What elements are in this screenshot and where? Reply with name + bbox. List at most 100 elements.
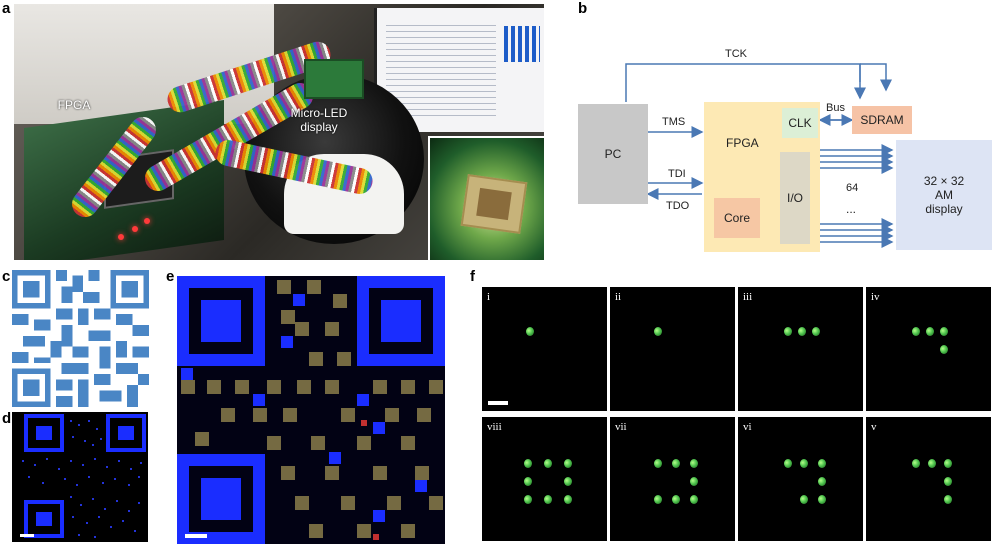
io-label: I/O — [786, 191, 803, 205]
label-display-line2: display — [300, 120, 338, 134]
green-led-dot — [818, 477, 826, 486]
display-line2: AM — [935, 188, 953, 202]
frame-label: i — [487, 291, 491, 303]
green-led-dot — [564, 459, 572, 468]
green-led-dot — [654, 459, 662, 468]
green-led-dot — [912, 327, 920, 336]
label-tck: TCK — [725, 48, 747, 60]
green-led-dot — [818, 459, 826, 468]
green-led-dot — [912, 459, 920, 468]
sdram-label: SDRAM — [860, 113, 904, 127]
am-display-box: 32 × 32 AM display — [896, 140, 992, 250]
label-display-line1: Micro-LED — [290, 106, 348, 120]
frame-i: i — [482, 287, 607, 411]
green-led-dot — [784, 459, 792, 468]
chip-inset-photo — [428, 136, 544, 260]
green-led-dot — [564, 477, 572, 486]
panel-e-display-closeup — [177, 276, 445, 544]
pc-label: PC — [604, 147, 622, 161]
core-label: Core — [723, 211, 750, 225]
green-led-dot — [544, 495, 552, 504]
frame-viii: viii — [482, 417, 607, 541]
label-fpga: FPGA — [57, 98, 91, 112]
green-led-dot — [944, 477, 952, 486]
label-tdo: TDO — [666, 200, 690, 212]
green-led-dot — [690, 495, 698, 504]
micro-led-pcb — [304, 59, 364, 99]
frame-label: v — [871, 421, 877, 433]
red-led — [144, 218, 150, 224]
panel-letter-a: a — [2, 0, 11, 17]
green-led-dot — [944, 495, 952, 504]
panel-letter-f: f — [470, 268, 475, 285]
frame-label: iv — [871, 291, 880, 303]
green-led-dot — [784, 327, 792, 336]
monitor-qr-code — [504, 26, 540, 62]
io-output-lines — [818, 144, 894, 248]
frame-label: viii — [487, 421, 502, 433]
label-tms: TMS — [662, 116, 686, 128]
label-ellipsis: ... — [846, 202, 857, 216]
panel-b-diagram: TCK PC TMS TDI TDO FPGA CLK I/O Core Bus… — [570, 28, 1000, 268]
scale-bar-f — [488, 401, 508, 405]
green-led-dot — [564, 495, 572, 504]
green-led-dot — [926, 327, 934, 336]
frame-vii: vii — [610, 417, 735, 541]
green-led-dot — [544, 459, 552, 468]
panel-c-qr-code — [12, 270, 149, 407]
diagram-arrows — [625, 63, 894, 248]
green-led-dot — [940, 327, 948, 336]
green-led-dot — [690, 477, 698, 486]
green-led-dot — [800, 495, 808, 504]
green-led-dot — [818, 495, 826, 504]
inset-chip-die — [476, 187, 512, 221]
green-led-dot — [798, 327, 806, 336]
green-led-dot — [690, 459, 698, 468]
frame-vi: vi — [738, 417, 863, 541]
panel-d-display-photo — [12, 412, 148, 542]
label-tdi: TDI — [668, 168, 686, 180]
green-led-dot — [654, 327, 662, 336]
tck-wire — [625, 63, 861, 102]
frame-ii: ii — [610, 287, 735, 411]
panel-letter-c: c — [2, 268, 11, 285]
green-led-dot — [800, 459, 808, 468]
frame-iii: iii — [738, 287, 863, 411]
fpga-label: FPGA — [726, 136, 759, 150]
pc-box: PC — [578, 104, 648, 204]
frame-label: ii — [615, 291, 622, 303]
green-led-dot — [654, 495, 662, 504]
label-bus: Bus — [826, 102, 845, 114]
panel-letter-b: b — [578, 0, 588, 17]
clk-box: CLK — [782, 108, 818, 138]
red-led — [132, 226, 138, 232]
green-led-dot — [812, 327, 820, 336]
green-led-dot — [524, 477, 532, 486]
scale-bar-d — [20, 534, 34, 537]
display-line3: display — [925, 202, 963, 216]
background-wall — [14, 4, 274, 124]
clk-label: CLK — [788, 116, 812, 130]
green-led-dot — [940, 345, 948, 354]
frame-label: iii — [743, 291, 753, 303]
sdram-box: SDRAM — [852, 106, 912, 134]
green-led-dot — [526, 327, 534, 336]
panel-f-frames: i ii iii iv viii vii — [482, 287, 992, 542]
green-led-dot — [524, 495, 532, 504]
label-64: 64 — [846, 182, 859, 194]
frame-label: vi — [743, 421, 752, 433]
core-box: Core — [714, 198, 760, 238]
green-led-dot — [928, 459, 936, 468]
monitor-code-lines — [386, 20, 496, 120]
green-led-dot — [672, 459, 680, 468]
frame-v: v — [866, 417, 991, 541]
red-led — [118, 234, 124, 240]
frame-iv: iv — [866, 287, 991, 411]
panel-a-photo: FPGA Micro-LED display — [14, 4, 544, 260]
panel-letter-d: d — [2, 410, 12, 427]
tck-to-sdram-arrow — [860, 63, 892, 92]
green-led-dot — [524, 459, 532, 468]
io-box: I/O — [780, 152, 810, 244]
green-led-dot — [672, 495, 680, 504]
frame-label: vii — [615, 421, 627, 433]
